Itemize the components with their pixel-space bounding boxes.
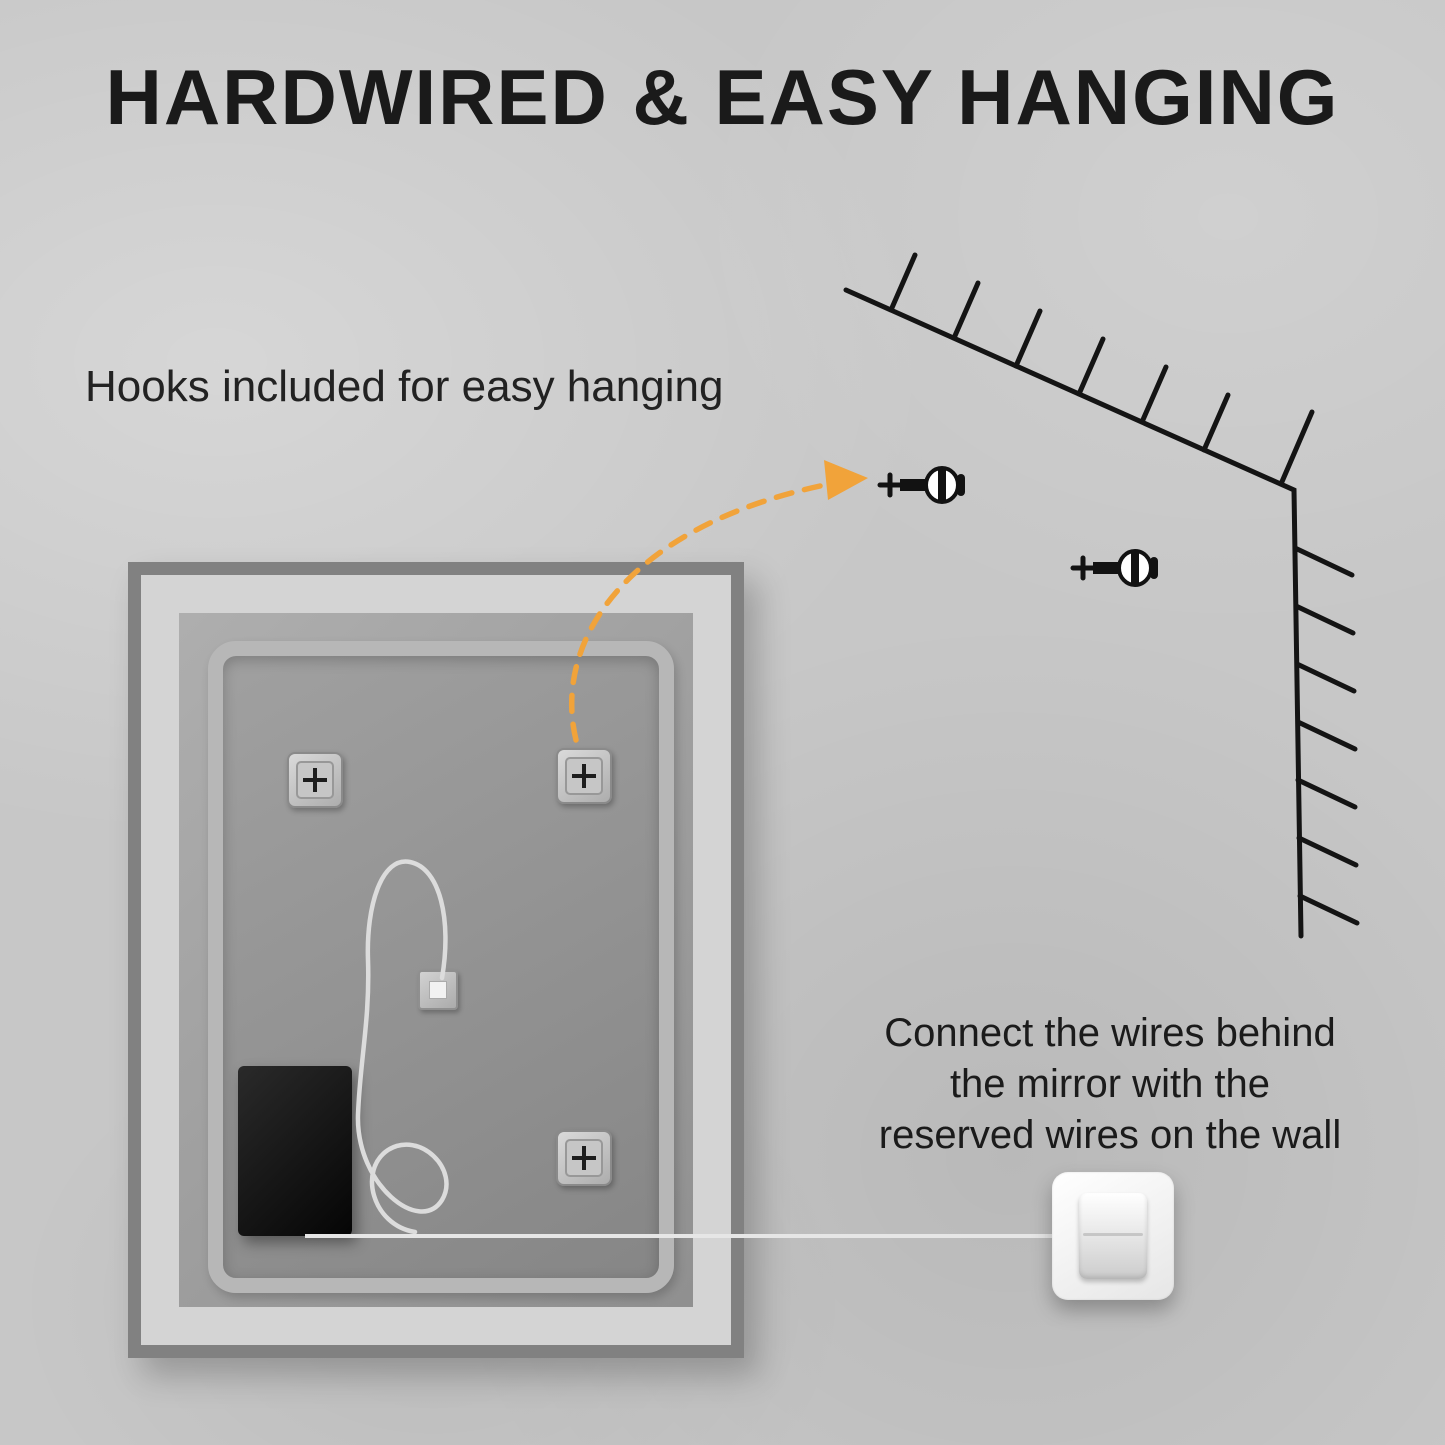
connect-caption-line3: reserved wires on the wall [878, 1113, 1342, 1158]
bracket-plate [296, 761, 334, 799]
mounting-bracket-bottom-right [556, 1130, 612, 1186]
screw-hook-icon [1070, 549, 1158, 587]
screw-cross-icon [572, 1146, 596, 1170]
driver-box [238, 1066, 352, 1236]
switch-seam [1083, 1232, 1143, 1236]
connect-caption-line2: the mirror with the [949, 1062, 1271, 1107]
hooks-caption: Hooks included for easy hanging [85, 362, 724, 411]
mounting-bracket-top-right [556, 748, 612, 804]
screw-cross-icon [303, 768, 327, 792]
switch-rocker [1079, 1193, 1147, 1279]
mirror-wire-line [355, 859, 449, 1235]
page-title: HARDWIRED & EASY HANGING [105, 53, 1340, 141]
dashed-curved-arrow-icon [569, 460, 868, 743]
connect-caption: Connect the wires behind the mirror with… [820, 1008, 1400, 1162]
wall-corner-edge [843, 287, 1304, 939]
wall-corner-sketch [843, 252, 1360, 939]
mirror-back-panel [128, 562, 744, 1358]
bracket-plate [565, 757, 603, 795]
connect-caption-line1: Connect the wires behind [884, 1011, 1336, 1055]
screw-hook-icon [877, 466, 965, 504]
light-switch-icon [1052, 1172, 1174, 1300]
wire-connector-plate [429, 981, 447, 999]
screw-cross-icon [572, 764, 596, 788]
wire-connector [418, 970, 458, 1010]
mounting-bracket-top-left [287, 752, 343, 808]
bracket-plate [565, 1139, 603, 1177]
